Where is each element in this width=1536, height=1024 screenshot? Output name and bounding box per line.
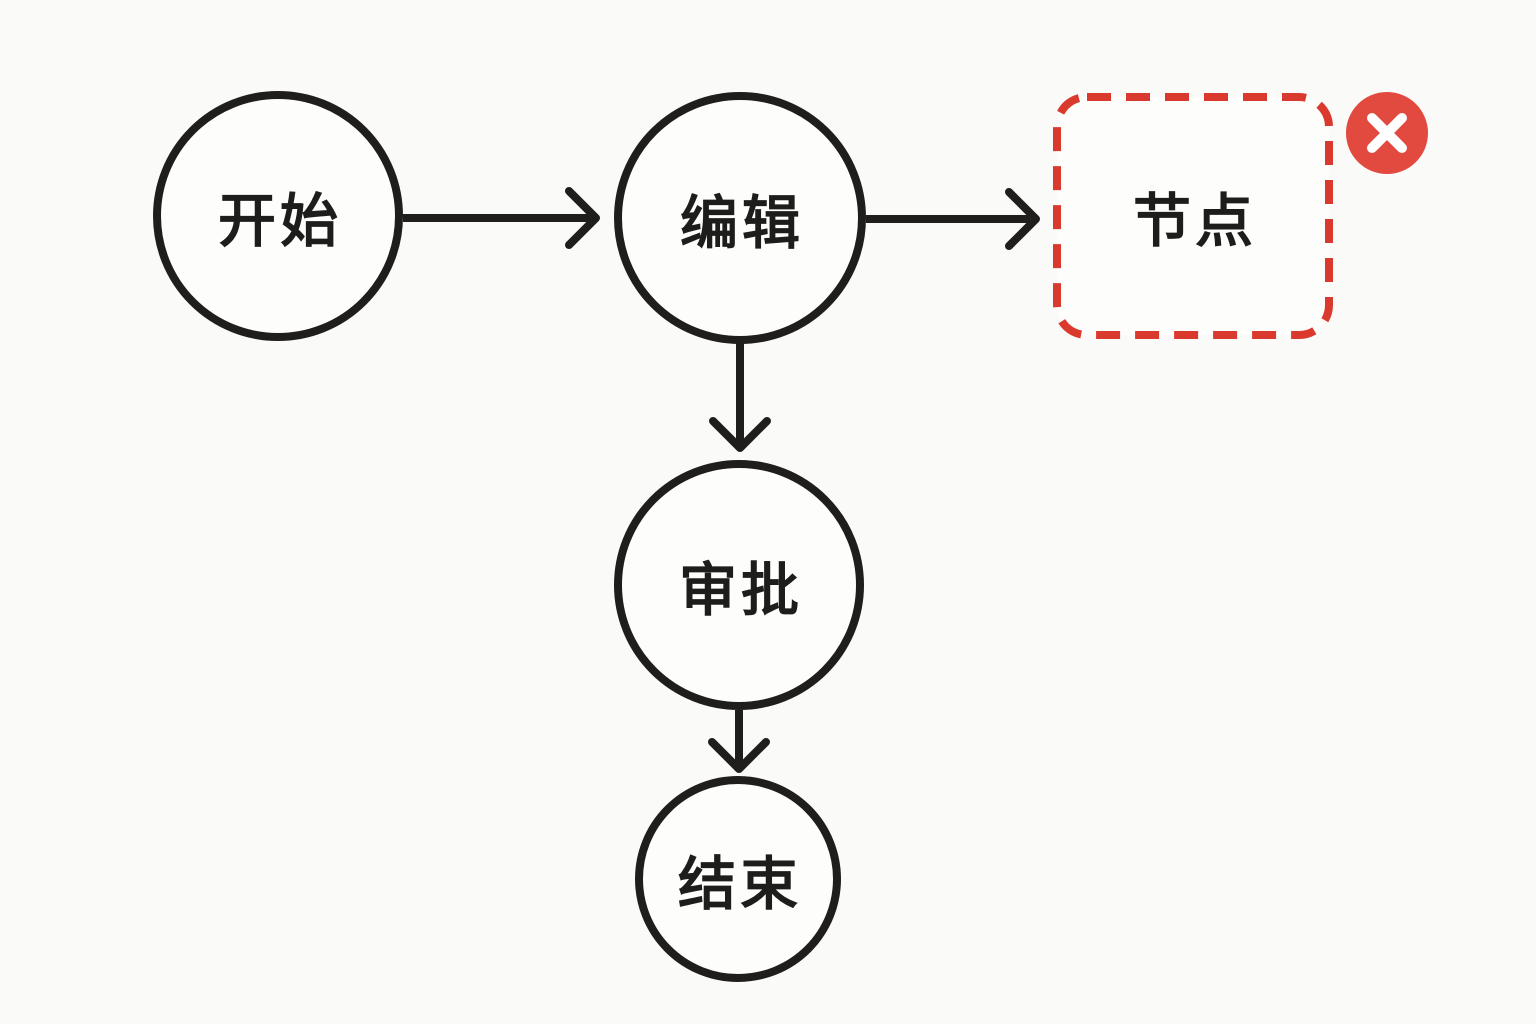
close-icon: [1367, 113, 1407, 153]
node-start-label: 开始: [217, 189, 342, 254]
node-edit-label: 编辑: [679, 191, 804, 256]
node-end-label: 结束: [677, 852, 802, 917]
delete-node-button[interactable]: [1346, 92, 1428, 174]
edge-start-to-edit: [403, 187, 600, 249]
edge-edit-to-approve: [709, 343, 771, 452]
node-end[interactable]: 结束: [635, 776, 841, 982]
node-pending-delete-label: 节点: [1132, 189, 1257, 254]
edge-approve-to-end: [708, 710, 770, 773]
edge-edit-to-node: [866, 188, 1040, 250]
node-start[interactable]: 开始: [153, 91, 403, 341]
node-approve[interactable]: 审批: [614, 460, 864, 710]
node-approve-label: 审批: [678, 558, 803, 623]
node-pending-delete[interactable]: 节点: [1053, 93, 1333, 339]
node-edit[interactable]: 编辑: [614, 92, 866, 344]
